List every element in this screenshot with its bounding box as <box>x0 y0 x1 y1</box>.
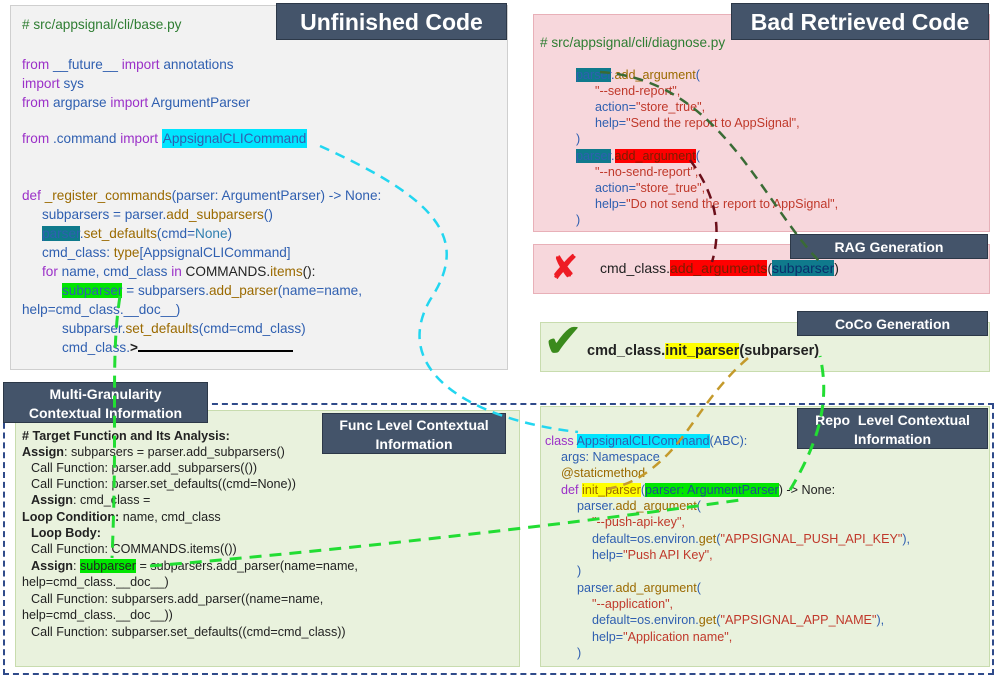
bad-line-help1: help="Send the report to AppSignal", <box>595 116 800 130</box>
bad-line-action2: action="store_true", <box>595 181 706 195</box>
repo-help-2: help="Application name", <box>592 630 733 644</box>
code-line-import-command: from .command import AppsignalCLICommand <box>22 129 308 148</box>
func-loop-body: Loop Body: <box>31 526 101 540</box>
code-line-cmd-class-type: cmd_class: type[AppsignalCLICommand] <box>42 245 291 260</box>
func-call-5: Call Function: subparser.set_defaults((c… <box>31 625 346 639</box>
func-assign-3-cont: help=cmd_class.__doc__) <box>22 575 169 589</box>
coco-generation-title: CoCo Generation <box>797 311 988 336</box>
bad-line-action1: action="store_true", <box>595 100 706 114</box>
repo-level-title: Repo Level Contextual Information <box>797 408 988 449</box>
repo-class-line: class AppsignalCLICommand(ABC): <box>545 434 748 448</box>
repo-add-argument-2: parser.add_argument( <box>577 581 701 595</box>
func-call-2: Call Function: parser.set_defaults((cmd=… <box>31 477 296 491</box>
check-icon: ✔ <box>543 313 584 369</box>
repo-staticmethod: @staticmethod <box>561 466 646 480</box>
code-line-cursor: cmd_class.> <box>62 338 293 357</box>
subparser-highlight: subparser <box>62 283 123 298</box>
repo-default-2: default=os.environ.get("APPSIGNAL_APP_NA… <box>592 613 885 627</box>
repo-help-1: help="Push API Key", <box>592 548 713 562</box>
func-level-title: Func Level Contextual Information <box>322 413 506 454</box>
code-line-for-loop: for name, cmd_class in COMMANDS.items(): <box>42 264 316 279</box>
repo-close-1: ) <box>577 564 582 578</box>
coco-output: cmd_class.init_parser(subparser) <box>587 343 820 359</box>
rag-output: cmd_class.add_arguments(subparser) <box>600 260 839 276</box>
bad-line-parser2: parser.add_argument( <box>576 149 700 163</box>
bad-line-parser1: parser.add_argument( <box>576 68 700 82</box>
bad-line-no-send-report: "--no-send-report", <box>595 165 699 179</box>
code-line-subparser-set-defaults: subparser.set_defaults(cmd=cmd_class) <box>62 321 306 336</box>
bad-file-path: # src/appsignal/cli/diagnose.py <box>540 35 726 50</box>
func-assign-3: Assign: subparser = subparsers.add_parse… <box>31 559 358 573</box>
func-assign-1: Assign: subparsers = parser.add_subparse… <box>22 445 285 459</box>
repo-application: "--application", <box>592 597 674 611</box>
repo-default-1: default=os.environ.get("APPSIGNAL_PUSH_A… <box>592 532 911 546</box>
code-line-def: def _register_commands(parser: ArgumentP… <box>22 188 382 203</box>
bad-line-help2: help="Do not send the report to AppSigna… <box>595 197 839 211</box>
bad-line-close1: ) <box>576 132 581 146</box>
code-line-set-defaults: parser.set_defaults(cmd=None) <box>42 226 233 241</box>
func-call-3: Call Function: COMMANDS.items(()) <box>31 542 237 556</box>
bad-line-close2: ) <box>576 213 581 227</box>
code-line-import-sys: import sys <box>22 76 84 91</box>
unfinished-code-title: Unfinished Code <box>276 3 507 40</box>
repo-push-api-key: "--push-api-key", <box>592 515 685 529</box>
cross-icon: ✘ <box>550 248 579 288</box>
repo-def-init-parser: def init_parser(parser: ArgumentParser) … <box>561 483 836 497</box>
code-line-help-doc: help=cmd_class.__doc__) <box>22 302 181 317</box>
repo-add-argument-1: parser.add_argument( <box>577 499 701 513</box>
code-line-import-future: from __future__ import annotations <box>22 57 234 72</box>
parser-highlight: parser <box>42 226 80 241</box>
func-heading: # Target Function and Its Analysis: <box>22 429 230 443</box>
multi-granularity-title: Multi-Granularity Contextual Information <box>3 382 208 423</box>
rag-generation-title: RAG Generation <box>790 234 988 259</box>
repo-close-2: ) <box>577 646 582 660</box>
bad-retrieved-code-title: Bad Retrieved Code <box>731 3 989 40</box>
repo-args-line: args: Namespace <box>561 450 660 464</box>
func-call-1: Call Function: parser.add_subparsers(()) <box>31 461 258 475</box>
func-call-4-cont: help=cmd_class.__doc__)) <box>22 608 173 622</box>
code-line-import-argparse: from argparse import ArgumentParser <box>22 95 251 110</box>
code-line-add-parser: subparser = subparsers.add_parser(name=n… <box>62 283 363 298</box>
code-line-subparsers: subparsers = parser.add_subparsers() <box>42 207 273 222</box>
unfinished-file-path: # src/appsignal/cli/base.py <box>22 17 182 32</box>
bad-line-send-report: "--send-report", <box>595 84 681 98</box>
func-assign-2: Assign: cmd_class = <box>31 493 151 507</box>
func-call-4: Call Function: subparsers.add_parser((na… <box>31 592 324 606</box>
func-loop-condition: Loop Condition: name, cmd_class <box>22 510 221 524</box>
appsignal-cli-command-highlight: AppsignalCLICommand <box>161 129 308 148</box>
